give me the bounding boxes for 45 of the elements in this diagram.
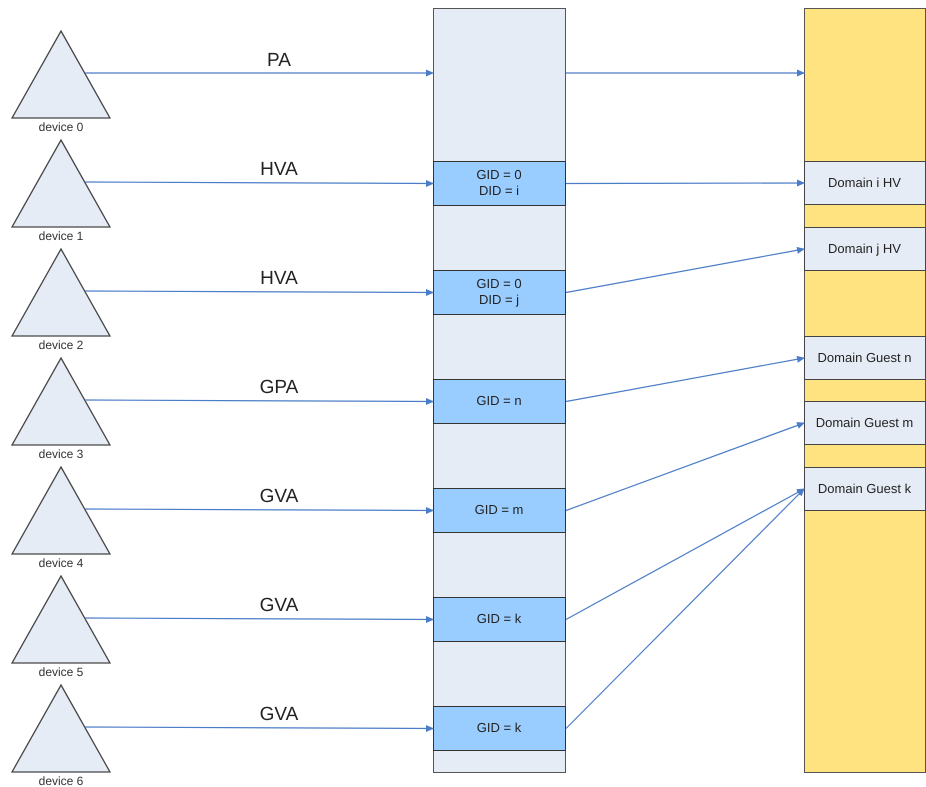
device-label: device 2 <box>38 338 84 352</box>
device-label: device 4 <box>38 556 84 570</box>
arrow <box>84 398 434 405</box>
box-label: Domain i HV <box>828 174 901 190</box>
box-label: GID = 0 DID = j <box>475 276 523 308</box>
memory-column <box>433 8 566 773</box>
device-label: device 6 <box>38 774 84 787</box>
device-label: device 5 <box>38 665 84 679</box>
device-label: device 1 <box>38 229 84 243</box>
box-label: Domain Guest m <box>816 414 914 430</box>
context-entry-box <box>432 378 566 424</box>
arrow <box>84 724 434 732</box>
device-label: device 3 <box>38 447 84 461</box>
device-label: device 0 <box>38 120 84 134</box>
box-label: GID = m <box>474 502 524 518</box>
domain-box <box>804 336 926 380</box>
box-label: GID = n <box>475 393 523 409</box>
arrow <box>84 506 434 514</box>
arrow <box>566 70 805 76</box>
arrow <box>566 180 805 187</box>
box-label: Domain j HV <box>828 240 901 256</box>
arrow <box>566 488 805 620</box>
box-label: Domain Guest k <box>818 480 912 496</box>
arrow <box>84 288 434 296</box>
arrow <box>84 180 434 187</box>
box-label: GID = k <box>476 720 522 736</box>
arrow <box>566 422 805 512</box>
context-entry-box <box>432 706 566 750</box>
arrow <box>84 616 434 623</box>
arrow <box>566 356 805 402</box>
context-entry-box <box>432 160 566 206</box>
domain-box <box>804 160 926 204</box>
arrow <box>84 70 434 76</box>
box-label: Domain Guest n <box>818 350 912 366</box>
arrow <box>566 488 805 729</box>
context-entry-box <box>432 596 566 642</box>
context-entry-box <box>432 270 566 314</box>
box-label: GID = k <box>476 611 522 627</box>
context-entry-box <box>432 488 566 532</box>
domain-box <box>804 466 926 510</box>
domain-column <box>804 8 926 773</box>
domain-box <box>804 400 926 444</box>
box-label: GID = 0 DID = i <box>475 167 523 199</box>
domain-box <box>804 226 926 270</box>
arrow <box>566 246 805 294</box>
